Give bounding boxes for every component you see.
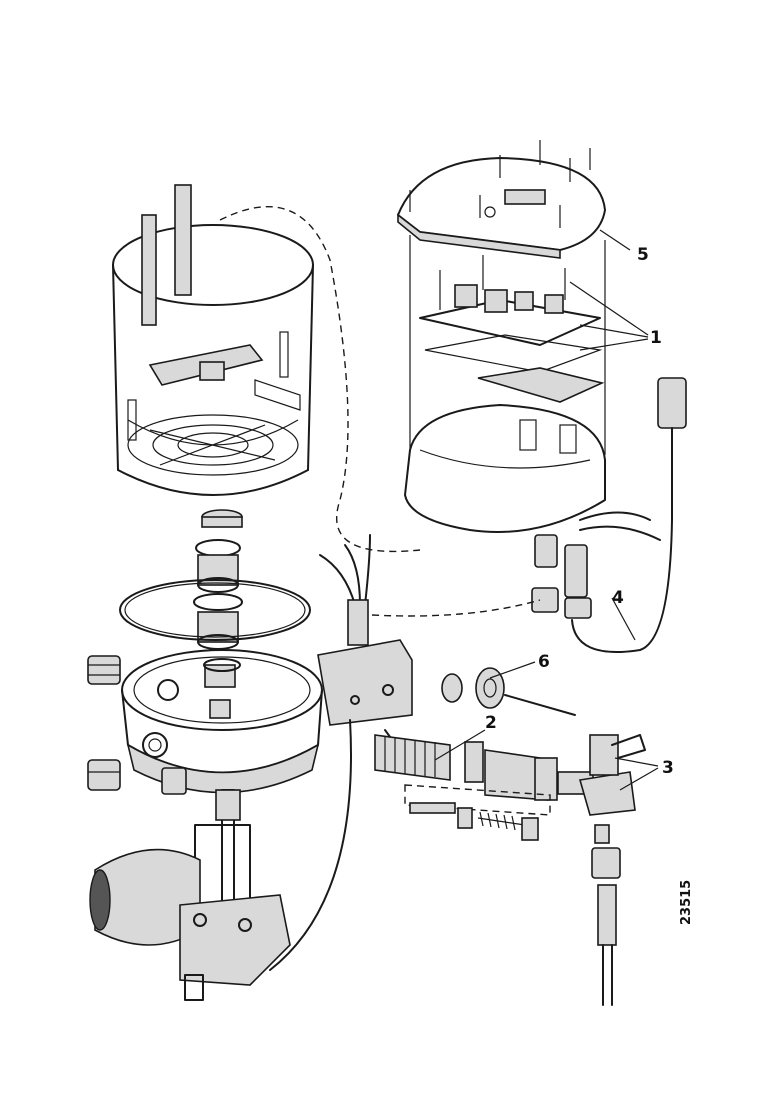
cable-route-dashed	[219, 206, 421, 553]
drawing-reference-number: 23515	[679, 880, 694, 925]
valve-assembly	[374, 667, 576, 841]
callout-3: 3	[662, 758, 674, 778]
callout-2: 2	[485, 713, 497, 733]
elbow-fitting	[557, 734, 646, 1006]
leader-lines	[434, 229, 659, 791]
circuit-board	[419, 255, 605, 403]
side-plugs	[87, 655, 187, 795]
callout-1: 1	[650, 328, 662, 348]
wire-bundle	[319, 534, 541, 646]
o-ring-gasket	[119, 579, 311, 641]
enclosure-lid	[397, 140, 606, 259]
bearing-stack	[119, 509, 311, 650]
callout-4: 4	[612, 588, 624, 608]
cable-connectors	[531, 377, 687, 653]
transparent-cover	[112, 184, 314, 496]
callout-5: 5	[637, 245, 649, 265]
callout-6: 6	[538, 652, 550, 672]
enclosure-base	[404, 235, 606, 533]
motor-drive	[89, 719, 352, 1001]
